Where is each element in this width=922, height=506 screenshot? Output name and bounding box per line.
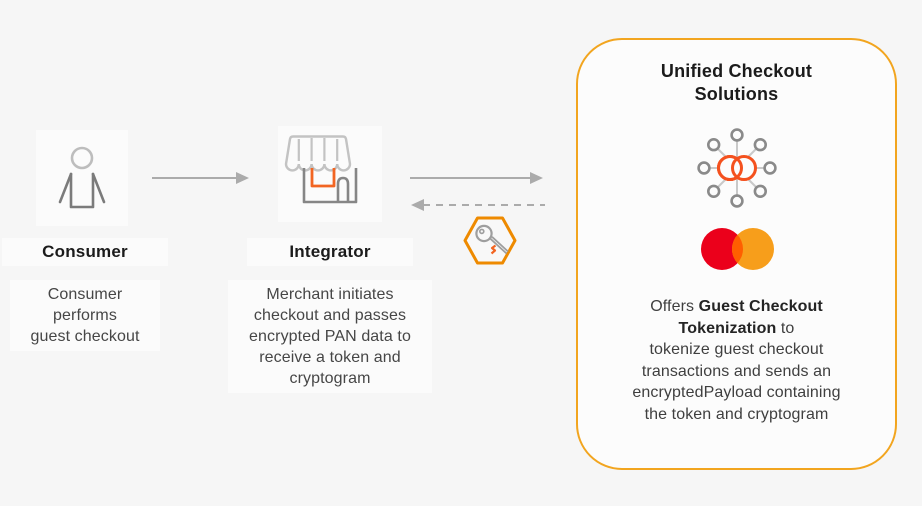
- unified-checkout-box: Unified Checkout Solutions: [576, 38, 897, 470]
- integrator-title: Integrator: [247, 238, 413, 266]
- person-icon: [58, 146, 106, 209]
- network-nodes-icon: [696, 128, 777, 208]
- unified-checkout-description: Offers Guest Checkout Tokenization to to…: [632, 298, 841, 423]
- consumer-icon-panel: [36, 130, 128, 226]
- consumer-description: Consumer performs guest checkout: [10, 280, 160, 351]
- consumer-title: Consumer: [2, 238, 168, 266]
- integrator-icon-panel: [278, 126, 382, 222]
- integrator-description: Merchant initiates checkout and passes e…: [228, 280, 432, 393]
- arrow-consumer-to-integrator: [152, 172, 249, 184]
- key-in-hexagon-icon: [463, 216, 517, 265]
- mastercard-logo: [700, 228, 774, 270]
- arrow-integrator-to-ucs: [410, 172, 543, 184]
- arrow-ucs-to-integrator: [411, 199, 545, 211]
- storefront-icon: [284, 135, 358, 204]
- unified-checkout-title: Unified Checkout Solutions: [660, 61, 813, 104]
